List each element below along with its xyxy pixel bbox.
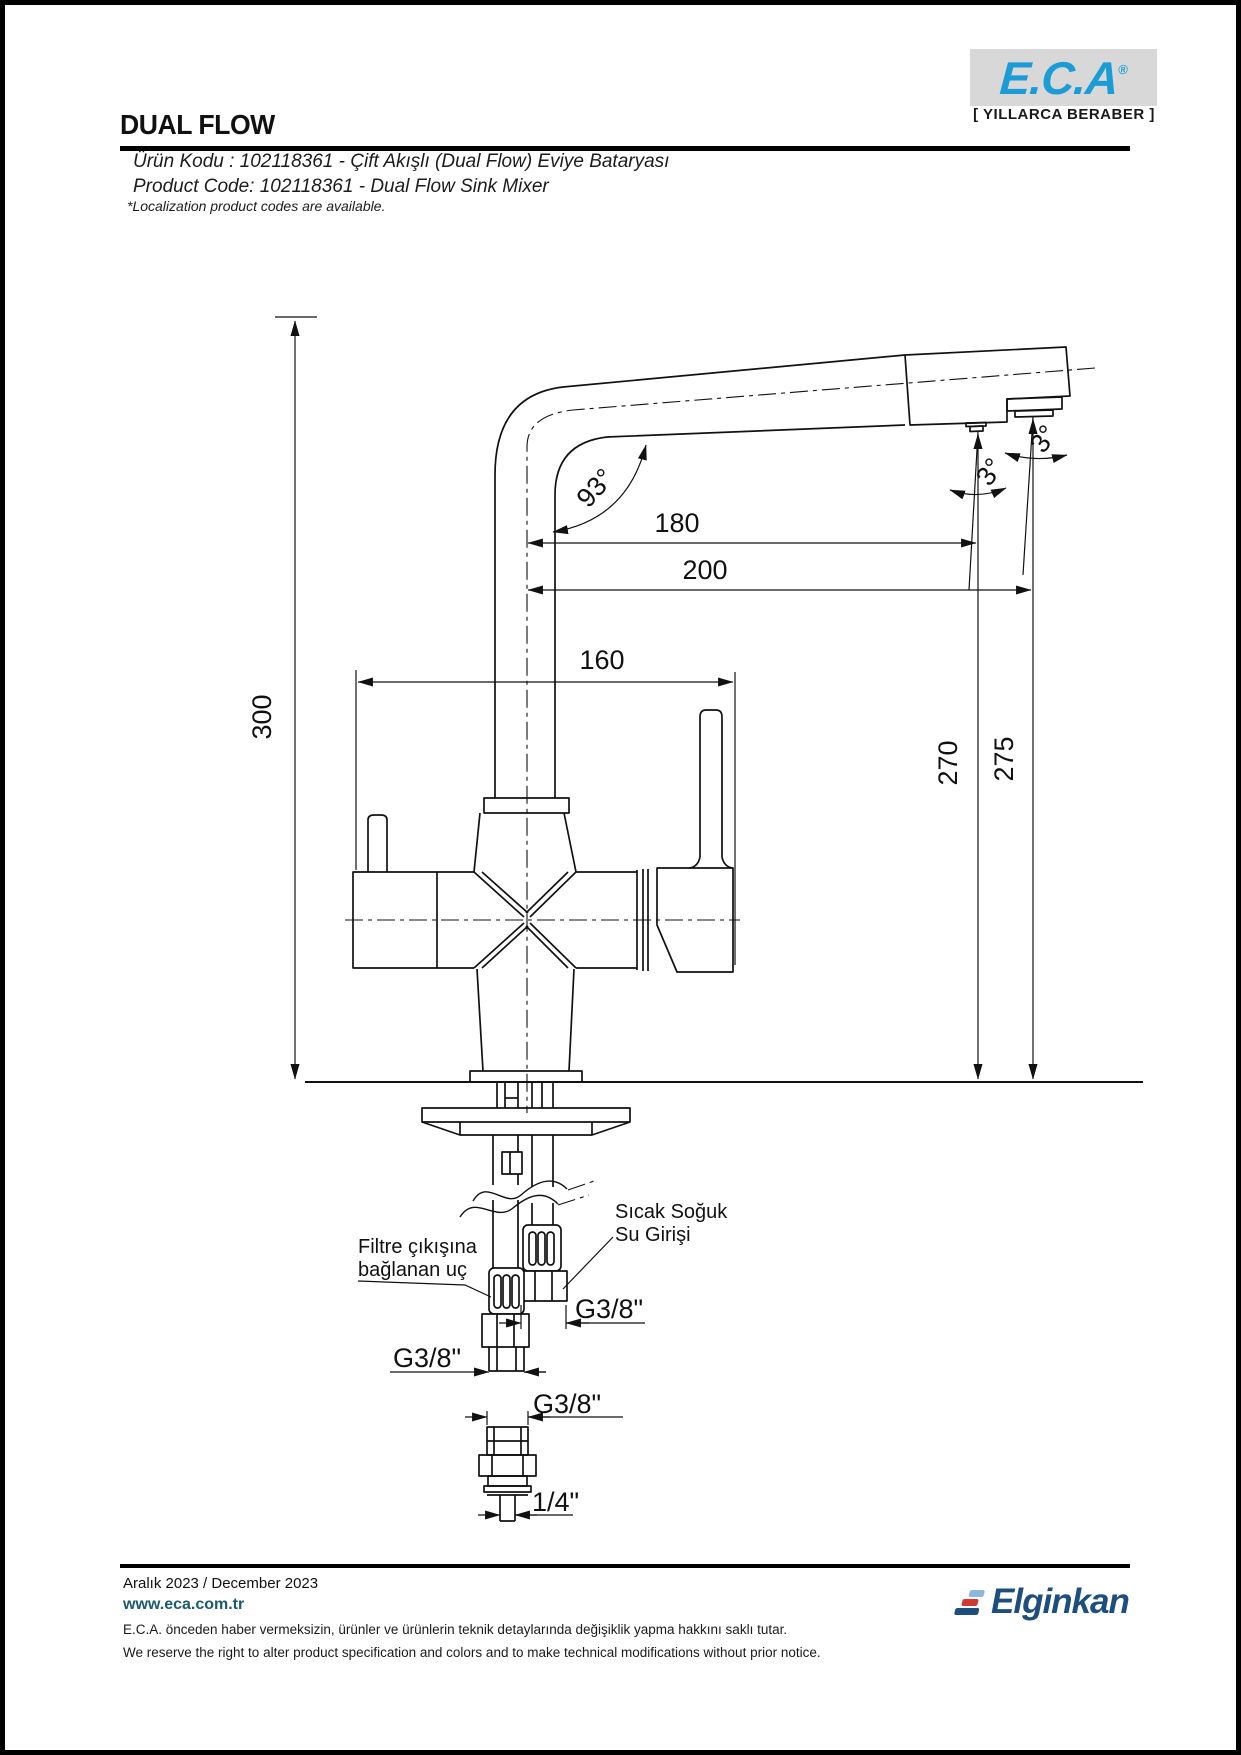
product-code-en: Product Code: 102118361 - Dual Flow Sink…	[133, 176, 549, 197]
thread-inlet: G3/8"	[575, 1294, 643, 1324]
label-filter-line1: Filtre çıkışına	[358, 1236, 478, 1258]
footer-date: Aralık 2023 / December 2023	[123, 1575, 319, 1592]
website-link[interactable]: www.eca.com.tr	[123, 1596, 245, 1613]
dim-270: 270	[933, 740, 963, 785]
dim-200: 200	[682, 555, 727, 585]
thread-filter: G3/8"	[393, 1343, 461, 1373]
centerlines	[345, 367, 1096, 1206]
eca-tagline: [ YILLARCA BERABER ]	[973, 106, 1155, 123]
label-inlet-line1: Sıcak Soğuk	[615, 1201, 728, 1223]
angle-3-right: 3°	[1024, 420, 1063, 458]
page-title: DUAL FLOW	[120, 109, 275, 140]
disclaimer-en: We reserve the right to alter product sp…	[123, 1645, 821, 1660]
dim-300: 300	[247, 694, 277, 739]
footer-rule	[120, 1564, 1130, 1568]
label-filter-line2: bağlanan uç	[358, 1259, 467, 1281]
elginkan-logo-text: Elginkan	[991, 1582, 1130, 1621]
dim-160: 160	[579, 645, 624, 675]
eca-logo: E.C.A®	[970, 49, 1157, 106]
header-rule	[120, 146, 1130, 151]
dimension-lines	[275, 316, 1068, 1520]
dimension-labels: 180 200 160 300 270 275 93° 3° 3° G3/8" …	[247, 420, 1063, 1517]
faucet-outline	[305, 346, 1143, 1522]
technical-drawing: 180 200 160 300 270 275 93° 3° 3° G3/8" …	[247, 316, 1143, 1522]
localization-note: *Localization product codes are availabl…	[127, 198, 386, 214]
disclaimer-tr: E.C.A. önceden haber vermeksizin, ürünle…	[123, 1622, 788, 1637]
angle-3-left: 3°	[970, 453, 1009, 491]
elginkan-bars-icon	[953, 1589, 986, 1615]
thread-adapter: G3/8"	[533, 1389, 601, 1419]
product-code-tr: Ürün Kodu : 102118361 - Çift Akışlı (Dua…	[133, 151, 670, 172]
elginkan-logo: Elginkan	[953, 1582, 1130, 1622]
dim-275: 275	[989, 736, 1019, 781]
angle-93: 93°	[570, 463, 620, 513]
thread-adapter-outlet: 1/4"	[532, 1487, 579, 1517]
dim-180: 180	[654, 508, 699, 538]
label-inlet-line2: Su Girişi	[615, 1224, 691, 1246]
